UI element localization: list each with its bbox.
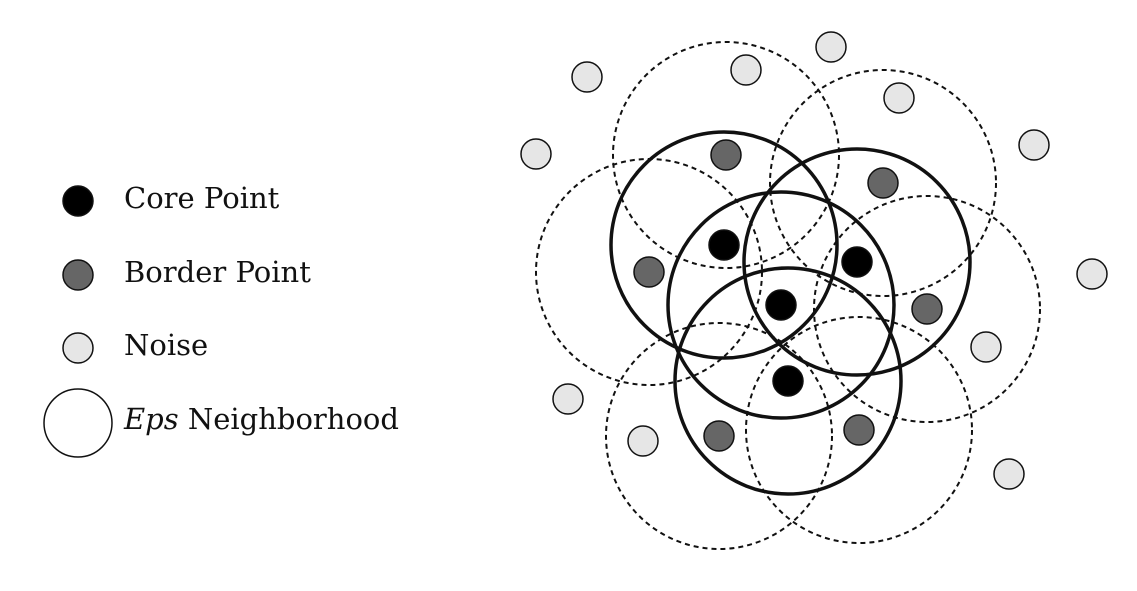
legend-eps-italic: Eps bbox=[123, 402, 179, 436]
border-point bbox=[703, 420, 735, 452]
noise-point bbox=[627, 425, 659, 457]
noise-point bbox=[883, 82, 915, 114]
eps-neighborhood-solid bbox=[609, 130, 839, 360]
border-point bbox=[710, 139, 742, 171]
border-point bbox=[867, 167, 899, 199]
eps-neighborhood-dashed bbox=[769, 69, 997, 297]
legend-noise-label: Noise bbox=[124, 328, 208, 362]
border-point bbox=[911, 293, 943, 325]
legend-border-label: Border Point bbox=[124, 255, 311, 289]
eps-neighborhood-solid bbox=[666, 190, 896, 420]
legend-noise-marker bbox=[62, 332, 94, 364]
noise-point bbox=[993, 458, 1025, 490]
noise-point bbox=[571, 61, 603, 93]
noise-point bbox=[1076, 258, 1108, 290]
noise-point bbox=[1018, 129, 1050, 161]
eps-neighborhood-dashed bbox=[813, 195, 1041, 423]
core-point bbox=[772, 365, 804, 397]
core-point bbox=[841, 246, 873, 278]
legend-eps-marker bbox=[43, 388, 113, 458]
eps-neighborhood-dashed bbox=[745, 316, 973, 544]
legend-core-label: Core Point bbox=[124, 181, 280, 215]
noise-points bbox=[520, 31, 1108, 490]
legend: Core Point Border Point Noise Eps Neighb… bbox=[43, 181, 399, 458]
legend-eps-rest: Neighborhood bbox=[179, 402, 399, 436]
noise-point bbox=[552, 383, 584, 415]
core-point bbox=[708, 229, 740, 261]
eps-neighborhood-solid bbox=[673, 266, 903, 496]
core-neighborhoods bbox=[609, 130, 972, 496]
eps-neighborhood-dashed bbox=[605, 322, 833, 550]
legend-eps-label: Eps Neighborhood bbox=[123, 402, 399, 436]
noise-point bbox=[970, 331, 1002, 363]
eps-neighborhood-dashed bbox=[612, 41, 840, 269]
noise-point bbox=[815, 31, 847, 63]
noise-point bbox=[520, 138, 552, 170]
border-point bbox=[843, 414, 875, 446]
eps-neighborhood-solid bbox=[742, 147, 972, 377]
core-points bbox=[708, 229, 873, 397]
noise-point bbox=[730, 54, 762, 86]
legend-border-marker bbox=[62, 259, 94, 291]
border-points bbox=[633, 139, 943, 452]
border-point bbox=[633, 256, 665, 288]
legend-core-marker bbox=[62, 185, 94, 217]
core-point bbox=[765, 289, 797, 321]
